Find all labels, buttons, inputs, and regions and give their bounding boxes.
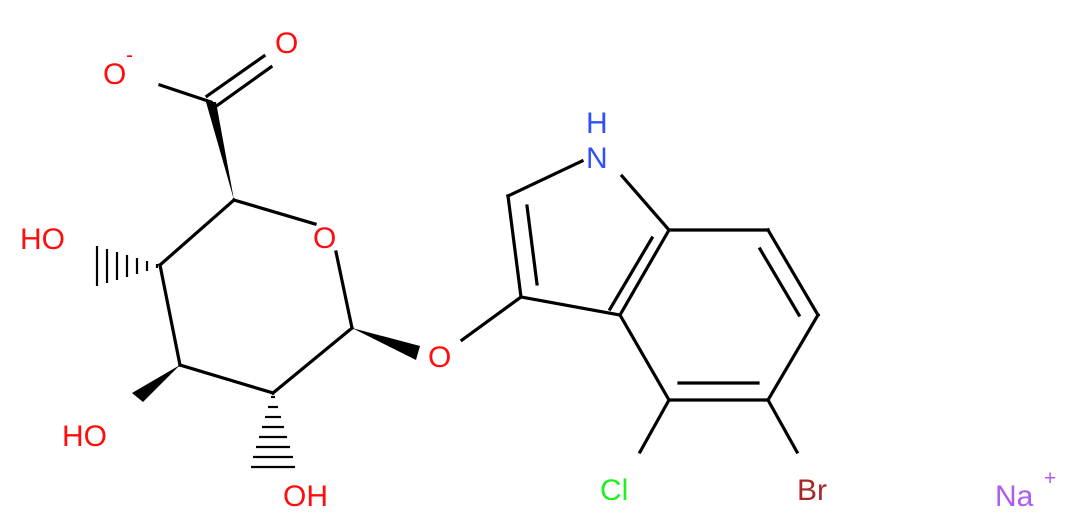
bond-c3-c2 — [506, 194, 523, 299]
bond-c5-o5 — [232, 198, 317, 226]
bond-n1-c7a — [619, 173, 672, 233]
bond-c2-n1 — [505, 158, 585, 199]
atom-o-ring: O — [313, 222, 336, 255]
atom-n-indole: N — [586, 142, 608, 175]
bond-c5-br — [765, 397, 800, 455]
atom-ho-c3: HO — [62, 420, 107, 453]
bond-c7a-c3a — [617, 227, 672, 318]
atom-oh-c2: OH — [283, 480, 328, 513]
indole-ring — [505, 158, 821, 403]
bond-c6-o-double-b — [212, 64, 274, 110]
bond-c1-c2 — [270, 325, 355, 396]
bond-c7a-c3a-inner — [607, 235, 655, 312]
hash-c2-oxygen — [251, 395, 295, 469]
bond-c6-c5 — [765, 312, 821, 403]
bond-o5-c1 — [334, 250, 354, 330]
bond-o-c3-indole — [459, 294, 524, 343]
bond-c4-c3a — [617, 312, 672, 403]
bond-c4-c5 — [157, 197, 237, 268]
bond-c6-o-double-a — [204, 53, 267, 99]
bond-c4-cl — [637, 397, 672, 455]
atom-ho-c4: HO — [20, 223, 65, 256]
wedge-c1-oxygen — [352, 328, 420, 360]
wedge-c5-carboxyl — [206, 102, 234, 200]
atom-o-carbonyl: O — [275, 27, 298, 60]
bond-c3a-c3 — [519, 295, 622, 317]
atom-cl: Cl — [600, 474, 628, 507]
atom-h-indole: H — [586, 107, 608, 140]
bond-c6-ominus — [157, 82, 214, 105]
bond-c7-c6-inner — [757, 246, 802, 318]
atom-na: Na — [995, 480, 1034, 513]
pyranose-ring — [157, 197, 355, 396]
bond-c3-c2-inner — [525, 204, 539, 286]
charge-plus: + — [1044, 467, 1056, 490]
bond-c2-c3 — [178, 363, 275, 395]
bond-c7-c6 — [765, 227, 821, 318]
bond-c3-c4 — [158, 263, 182, 367]
atom-o-glycosidic: O — [428, 341, 451, 374]
atom-o-minus: O — [103, 58, 126, 91]
atom-br: Br — [797, 474, 827, 507]
hash-c4-oxygen — [95, 246, 159, 286]
wedge-c3-oxygen — [132, 365, 180, 402]
charge-minus: - — [126, 44, 133, 67]
